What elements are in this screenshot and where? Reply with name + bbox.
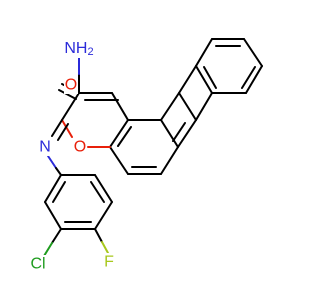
naphthalene-top-ring: [195, 38, 263, 94]
fluorochlorophenyl-ring: [44, 174, 113, 230]
imine-linkage: [47, 119, 69, 176]
chlorine-label: Cl: [30, 256, 45, 273]
atom-labels: NH2 O O N Cl F: [26, 38, 116, 273]
halogen-substituents: [43, 228, 109, 257]
amide-oxygen-label: O: [65, 77, 77, 94]
chemical-structure-diagram: NH2 O O N Cl F: [26, 38, 263, 273]
imine-nitrogen-label: N: [39, 139, 51, 156]
pyran-oxygen-label: O: [74, 139, 86, 156]
fused-lower-ring: [109, 119, 179, 175]
pyran-ring: [61, 92, 129, 148]
fluorine-label: F: [104, 254, 114, 271]
naphthalene-middle-ring: [160, 65, 213, 148]
amide-nitrogen-label: NH2: [64, 40, 93, 59]
